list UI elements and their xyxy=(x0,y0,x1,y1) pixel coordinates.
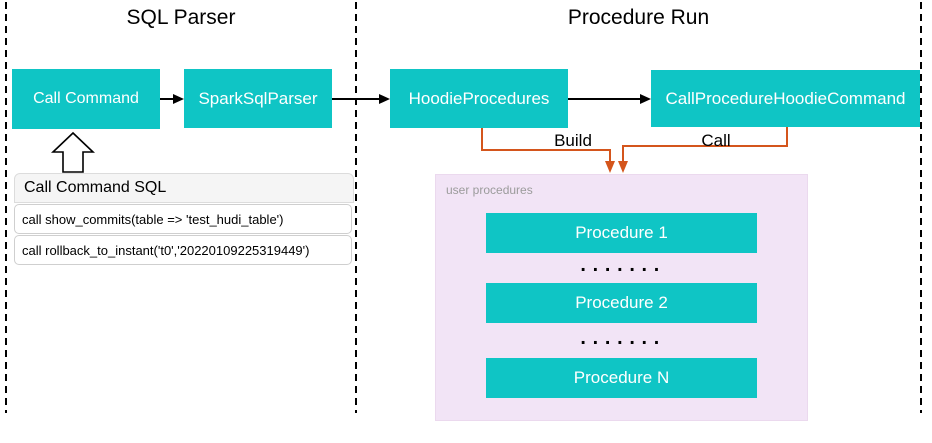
procedure-row-2-label: Procedure 2 xyxy=(575,293,668,312)
section-title-procedure-run: Procedure Run xyxy=(567,6,710,29)
node-call-command-label: Call Command xyxy=(33,90,139,107)
ellipsis-dots: ....... xyxy=(578,256,664,276)
sql-statement-row: call rollback_to_instant('t0','202201092… xyxy=(14,235,352,265)
procedure-row-1-label: Procedure 1 xyxy=(575,223,668,242)
node-hoodie-procedures: HoodieProcedures xyxy=(390,69,568,128)
sql-statement-text: call show_commits(table => 'test_hudi_ta… xyxy=(22,211,284,227)
sql-statement-text: call rollback_to_instant('t0','202201092… xyxy=(22,242,310,258)
sql-panel-header: Call Command SQL xyxy=(14,173,354,203)
arrow-hoodieprocedures-to-callprocedurehoodiecommand xyxy=(568,94,651,104)
node-call-procedure-hoodie-command: CallProcedureHoodieCommand xyxy=(651,70,920,127)
node-spark-sql-parser: SparkSqlParser xyxy=(184,69,332,128)
ellipsis-dots: ....... xyxy=(578,329,664,349)
node-spark-sql-parser-label: SparkSqlParser xyxy=(198,88,318,108)
procedure-row-1: Procedure 1 xyxy=(486,213,757,253)
up-arrow-icon xyxy=(50,131,96,173)
node-hoodie-procedures-label: HoodieProcedures xyxy=(408,88,550,108)
user-procedures-label: user procedures xyxy=(446,183,533,197)
procedure-row-2: Procedure 2 xyxy=(486,283,757,323)
node-call-procedure-hoodie-command-label: CallProcedureHoodieCommand xyxy=(665,88,906,108)
arrow-sparksqlparser-to-hoodieprocedures xyxy=(332,94,390,104)
node-call-command: Call Command xyxy=(12,69,160,129)
edge-label-build: Build xyxy=(554,131,592,150)
sql-panel-title: Call Command SQL xyxy=(24,179,167,196)
sql-statement-row: call show_commits(table => 'test_hudi_ta… xyxy=(14,204,352,234)
procedure-row-n-label: Procedure N xyxy=(573,368,670,387)
procedure-row-n: Procedure N xyxy=(486,358,757,398)
section-title-sql-parser: SQL Parser xyxy=(126,6,236,29)
edge-label-call: Call xyxy=(701,131,731,150)
